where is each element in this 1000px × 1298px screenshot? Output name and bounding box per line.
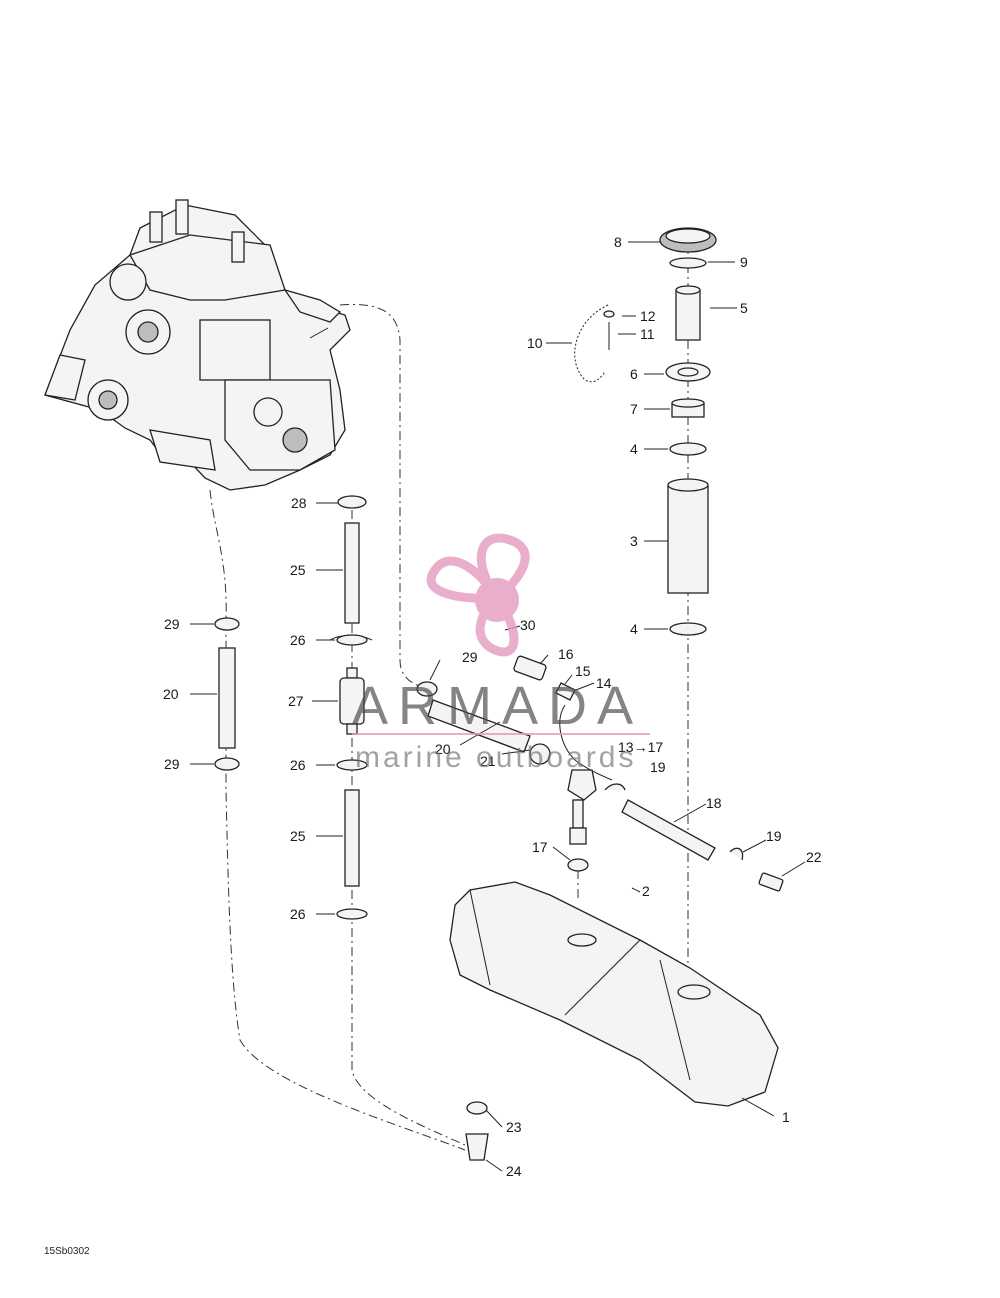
callout-20-center: 20: [435, 741, 451, 757]
drawing-code: 15Sb0302: [44, 1246, 90, 1257]
callout-22: 22: [806, 849, 822, 865]
watermark-tagline: marine outboards: [355, 741, 636, 774]
callout-21: 21: [480, 753, 496, 769]
callout-19-upper: 19: [650, 759, 666, 775]
callout-18: 18: [706, 795, 722, 811]
callout-2: 2: [642, 883, 650, 899]
callout-15: 15: [575, 663, 591, 679]
callout-3: 3: [630, 533, 638, 549]
center-fittings: [416, 655, 784, 892]
callout-25-upper: 25: [290, 562, 306, 578]
callout-16: 16: [558, 646, 574, 662]
callout-10: 10: [527, 335, 543, 351]
callout-17: 17: [532, 839, 548, 855]
watermark-name: ARMADA: [352, 676, 643, 736]
callout-26-middle: 26: [290, 757, 306, 773]
callout-labels: 1 2 3 4 4 5 6 7 8 9 10 11 12 13→17 14 15…: [163, 234, 822, 1179]
callout-1: 1: [782, 1109, 790, 1125]
callout-4-lower: 4: [630, 621, 638, 637]
fuel-tank: [449, 881, 779, 1107]
callout-9: 9: [740, 254, 748, 270]
callout-6: 6: [630, 366, 638, 382]
filler-neck-stack: [574, 227, 717, 636]
callout-12: 12: [640, 308, 656, 324]
bottom-fittings: [465, 1101, 489, 1161]
armada-watermark: ARMADA marine outboards: [352, 533, 650, 774]
callout-29-upper-left: 29: [164, 616, 180, 632]
callout-5: 5: [740, 300, 748, 316]
callout-25-lower: 25: [290, 828, 306, 844]
callout-27: 27: [288, 693, 304, 709]
callout-26-bottom: 26: [290, 906, 306, 922]
callout-4-upper: 4: [630, 441, 638, 457]
callout-24: 24: [506, 1163, 522, 1179]
callout-11: 11: [640, 326, 655, 342]
callout-28: 28: [291, 495, 307, 511]
engine-assembly: [44, 199, 351, 491]
callout-7: 7: [630, 401, 638, 417]
callout-19-lower: 19: [766, 828, 782, 844]
callout-23: 23: [506, 1119, 522, 1135]
callout-30: 30: [520, 617, 536, 633]
callout-29-lower-left: 29: [164, 756, 180, 772]
callout-8: 8: [614, 234, 622, 250]
filter-hose-stack: [329, 495, 373, 920]
callout-20-left: 20: [163, 686, 179, 702]
propeller-logo-icon: [426, 533, 530, 657]
leader-lines: [190, 241, 806, 1172]
callout-13-17: 13→17: [618, 739, 663, 755]
left-hose-stack: [214, 617, 240, 771]
callout-14: 14: [596, 675, 612, 691]
callout-29-center: 29: [462, 649, 478, 665]
callout-26-top: 26: [290, 632, 306, 648]
